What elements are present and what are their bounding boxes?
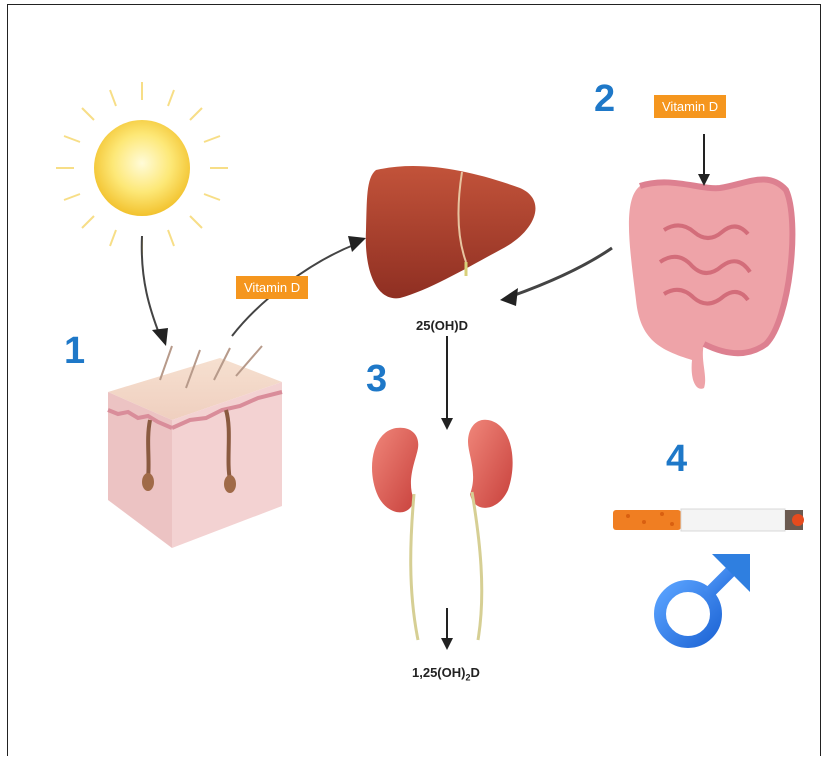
sun-icon <box>56 82 228 254</box>
step-number-3: 3 <box>366 360 387 398</box>
liver-metabolite-label: 25(OH)D <box>416 318 468 333</box>
kidney-metabolite-label: 1,25(OH)2D <box>412 665 480 683</box>
gut-to-liver-arrow <box>512 248 612 296</box>
liver-icon <box>366 166 536 298</box>
skin-icon <box>108 346 282 548</box>
intestine-icon <box>629 180 792 389</box>
sun-to-skin-arrow <box>142 236 160 336</box>
kidney-metabolite-tail: D <box>470 665 479 680</box>
kidneys-icon <box>372 420 513 640</box>
step-number-4: 4 <box>666 440 687 478</box>
vitamin-d-tag-gut: Vitamin D <box>654 95 726 118</box>
vitamin-d-tag-skin: Vitamin D <box>236 276 308 299</box>
male-symbol-icon <box>660 554 750 642</box>
step-number-2: 2 <box>594 80 615 118</box>
step-number-1: 1 <box>64 332 85 370</box>
kidney-metabolite-main: 1,25(OH) <box>412 665 465 680</box>
cigarette-icon <box>613 509 804 531</box>
